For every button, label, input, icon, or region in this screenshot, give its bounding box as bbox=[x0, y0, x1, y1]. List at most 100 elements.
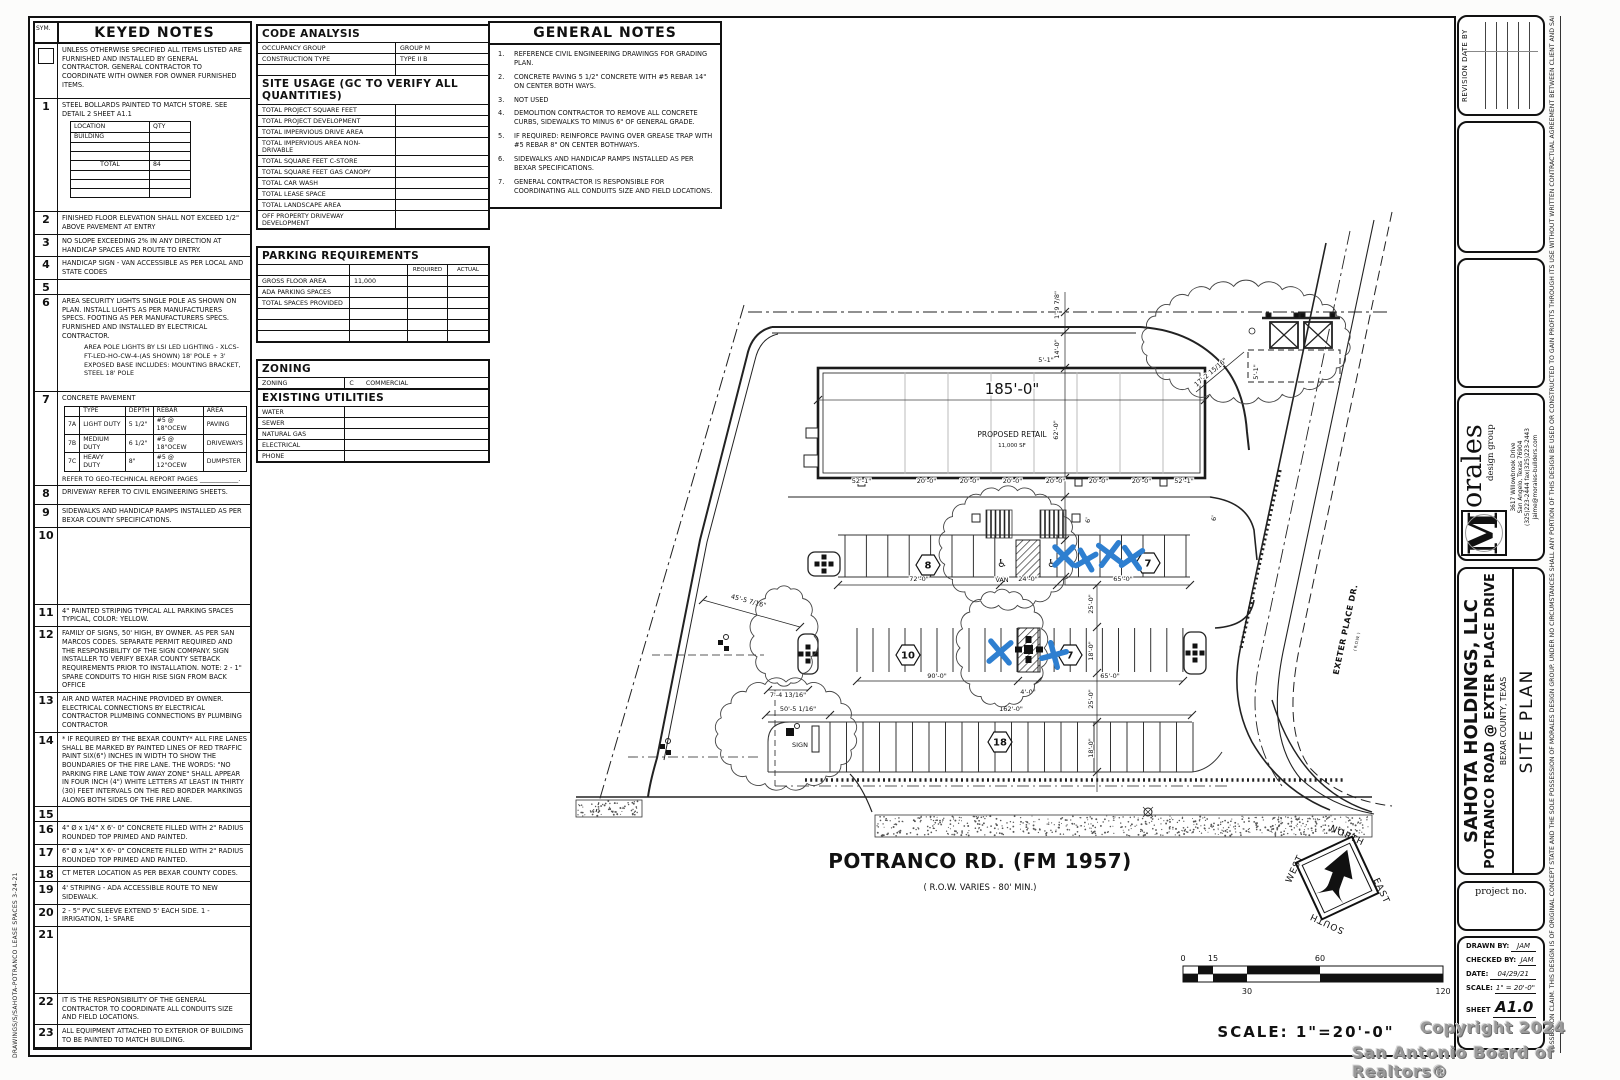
stamp-box-1 bbox=[1457, 121, 1545, 253]
parking-row bbox=[258, 320, 488, 331]
svg-text:50'-5 1/16": 50'-5 1/16" bbox=[780, 705, 816, 713]
svg-text:1'-9 7/8": 1'-9 7/8" bbox=[1053, 291, 1061, 319]
checked-by-label: CHECKED BY: bbox=[1466, 956, 1517, 964]
revision-cloud bbox=[938, 485, 1078, 611]
zoning-label: ZONING bbox=[258, 378, 346, 388]
svg-text:120: 120 bbox=[1435, 987, 1450, 996]
exeter-row-label: ( R.O.W. ) bbox=[1352, 632, 1361, 652]
table-row: TOTAL PROJECT DEVELOPMENT bbox=[258, 116, 488, 127]
sheet-title: SITE PLAN bbox=[1517, 668, 1537, 774]
watermark-copyright: Copyright 2024 bbox=[1420, 1018, 1566, 1037]
dimension-lines bbox=[698, 292, 1210, 792]
zoning-utilities-table: ZONING ZONING C COMMERCIAL EXISTING UTIL… bbox=[256, 359, 490, 463]
revision-table-header: REVISION DATE BY bbox=[1461, 29, 1469, 102]
checked-by-value: JAM bbox=[1518, 956, 1536, 966]
svg-text:20'-0": 20'-0" bbox=[1046, 477, 1066, 485]
keyed-note-row: 5 bbox=[35, 279, 250, 295]
parking-island bbox=[1015, 627, 1043, 673]
svg-text:20'-0": 20'-0" bbox=[960, 477, 980, 485]
keyed-note-row: 15 bbox=[35, 807, 250, 823]
code-analysis-title: CODE ANALYSIS bbox=[258, 26, 488, 43]
revision-cloud bbox=[1141, 279, 1351, 405]
table-row: ELECTRICAL bbox=[258, 440, 488, 451]
copyright-disclaimer: POSSESSION CLAIM. THIS DESIGN IS OF ORIG… bbox=[1549, 16, 1556, 1053]
dumpster-enclosure bbox=[1195, 312, 1341, 393]
bay-dimension-labels: 52'-1"20'-0"20'-0"20'-0"20'-0"20'-0"20'-… bbox=[851, 476, 1195, 486]
table-row: WATER bbox=[258, 407, 488, 418]
sheet-number: A1.0 bbox=[1492, 998, 1536, 1018]
table-row: PHONE bbox=[258, 451, 488, 461]
table-row bbox=[258, 65, 488, 75]
svg-text:18: 18 bbox=[993, 738, 1007, 749]
svg-text:90'-0": 90'-0" bbox=[927, 672, 947, 680]
svg-text:25'-0": 25'-0" bbox=[1087, 594, 1095, 614]
firm-email: jaime@morales-builders.com bbox=[1532, 434, 1539, 520]
table-row: TOTAL LEASE SPACE bbox=[258, 189, 488, 200]
svg-text:0: 0 bbox=[1180, 954, 1185, 963]
revision-cloud bbox=[955, 588, 1049, 708]
drawing-info-box: DRAWN BY: JAM CHECKED BY: JAM DATE: 04/2… bbox=[1457, 936, 1545, 1050]
keynote-hex: 8 bbox=[915, 554, 941, 576]
svg-text:65'-0": 65'-0" bbox=[1100, 672, 1120, 680]
keyed-notes-table: SYM. KEYED NOTES UNLESS OTHERWISE SPECIF… bbox=[33, 21, 252, 1050]
zoning-title: ZONING bbox=[258, 361, 488, 378]
general-note-item: 6.SIDEWALKS AND HANDICAP RAMPS INSTALLED… bbox=[498, 155, 694, 172]
potranco-road-label: POTRANCO RD. (FM 1957) bbox=[828, 849, 1132, 873]
svg-text:18'-0": 18'-0" bbox=[1087, 641, 1095, 661]
revision-clouds bbox=[714, 279, 1351, 791]
drawn-by-value: JAM bbox=[1511, 942, 1536, 952]
revision-grid bbox=[1485, 22, 1538, 109]
sheet-label: SHEET bbox=[1466, 1006, 1491, 1014]
keynote-hex: 10 bbox=[895, 644, 921, 666]
keynote-hex: 18 bbox=[987, 731, 1013, 753]
table-row: OFF PROPERTY DRIVEWAY DEVELOPMENT bbox=[258, 211, 488, 228]
svg-text:5'-1": 5'-1" bbox=[1252, 364, 1260, 379]
svg-text:EAST: EAST bbox=[1371, 877, 1392, 906]
project-county: BEXAR COUNTY, TEXAS bbox=[1499, 676, 1508, 766]
table-row: TOTAL SQUARE FEET C-STORE bbox=[258, 156, 488, 167]
keyed-note-row: 10 bbox=[35, 527, 250, 605]
general-note-item: 2.CONCRETE PAVING 5 1/2" CONCRETE WITH #… bbox=[498, 72, 707, 90]
svg-text:18'-0": 18'-0" bbox=[1087, 738, 1095, 758]
svg-text:52'-1": 52'-1" bbox=[1174, 477, 1194, 485]
general-notes-title: GENERAL NOTES bbox=[490, 23, 720, 45]
exeter-road-lines bbox=[1236, 211, 1393, 815]
site-usage-title: SITE USAGE (GC TO VERIFY ALL QUANTITIES) bbox=[258, 75, 488, 105]
drawn-by-label: DRAWN BY: bbox=[1466, 942, 1510, 950]
svg-text:20'-0": 20'-0" bbox=[1003, 477, 1023, 485]
svg-text:45'-5 7/16": 45'-5 7/16" bbox=[730, 593, 767, 610]
keyed-note-row: 14* IF REQUIRED BY THE BEXAR COUNTY* ALL… bbox=[35, 732, 250, 808]
table-row: TOTAL IMPERVIOUS AREA NON-DRIVABLE bbox=[258, 138, 488, 156]
svg-text:6': 6' bbox=[1084, 517, 1092, 523]
svg-text:7: 7 bbox=[1145, 559, 1152, 570]
general-note-item: 3.NOT USED bbox=[498, 95, 549, 104]
general-notes: GENERAL NOTES 1.REFERENCE CIVIL ENGINEER… bbox=[488, 21, 722, 209]
site-plan-drawing: 185'-0" PROPOSED RETAIL 11,000 SF ♿ ♿ VA… bbox=[575, 211, 1450, 1041]
svg-text:72'-0": 72'-0" bbox=[909, 575, 929, 583]
parking-title: PARKING REQUIREMENTS bbox=[258, 248, 488, 265]
general-note-item: 5.IF REQUIRED: REINFORCE PAVING OVER GRE… bbox=[498, 132, 713, 150]
table-row: NATURAL GAS bbox=[258, 429, 488, 440]
svg-text:4'-0": 4'-0" bbox=[1020, 688, 1035, 696]
utility-marker bbox=[1142, 806, 1154, 818]
light-poles bbox=[660, 551, 1207, 755]
keyed-note-row: 24WATER PROOF HOSE BIBB bbox=[35, 1047, 250, 1048]
blue-x-mark bbox=[1095, 539, 1125, 569]
table-row: TOTAL LANDSCAPE AREA bbox=[258, 200, 488, 211]
sidewalk-stipple bbox=[577, 800, 1369, 837]
north-arrow-compass: NORTH EAST SOUTH WEST bbox=[1284, 824, 1392, 935]
parking-row: TOTAL SPACES PROVIDED bbox=[258, 298, 488, 309]
parking-row bbox=[258, 309, 488, 320]
